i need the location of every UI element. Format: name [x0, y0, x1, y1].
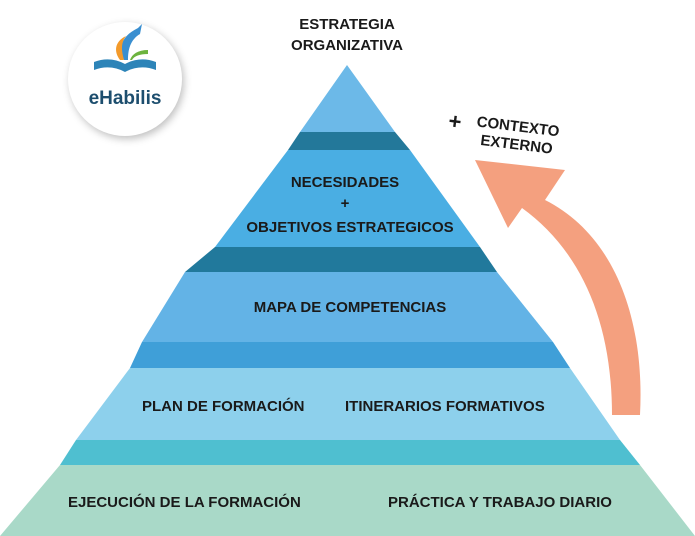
level-4: [76, 368, 620, 440]
level2-plus: +: [340, 195, 350, 212]
ehabilis-logo: eHabilis: [68, 22, 182, 136]
level-5: [0, 465, 695, 536]
band-3: [185, 247, 497, 272]
top-label: ESTRATEGIA ORGANIZATIVA: [291, 16, 403, 54]
level4-right-label: ITINERARIOS FORMATIVOS: [345, 398, 545, 415]
level2-line1: NECESIDADES: [290, 174, 400, 191]
book-icon: [94, 24, 156, 72]
level-3: [142, 272, 553, 342]
level5-right-label: PRÁCTICA Y TRABAJO DIARIO: [388, 494, 612, 511]
level-2: [215, 150, 480, 247]
band-5: [60, 440, 640, 465]
level5-left-label: EJECUCIÓN DE LA FORMACIÓN: [68, 494, 301, 511]
band-4: [130, 342, 570, 368]
level2-line2: OBJETIVOS ESTRATEGICOS: [246, 219, 454, 236]
context-arrow: [475, 160, 641, 415]
level-top: [300, 65, 395, 132]
level3-label: MAPA DE COMPETENCIAS: [253, 299, 447, 316]
level4-left-label: PLAN DE FORMACIÓN: [142, 398, 305, 415]
logo-text: eHabilis: [88, 88, 162, 109]
band-2: [288, 132, 410, 150]
